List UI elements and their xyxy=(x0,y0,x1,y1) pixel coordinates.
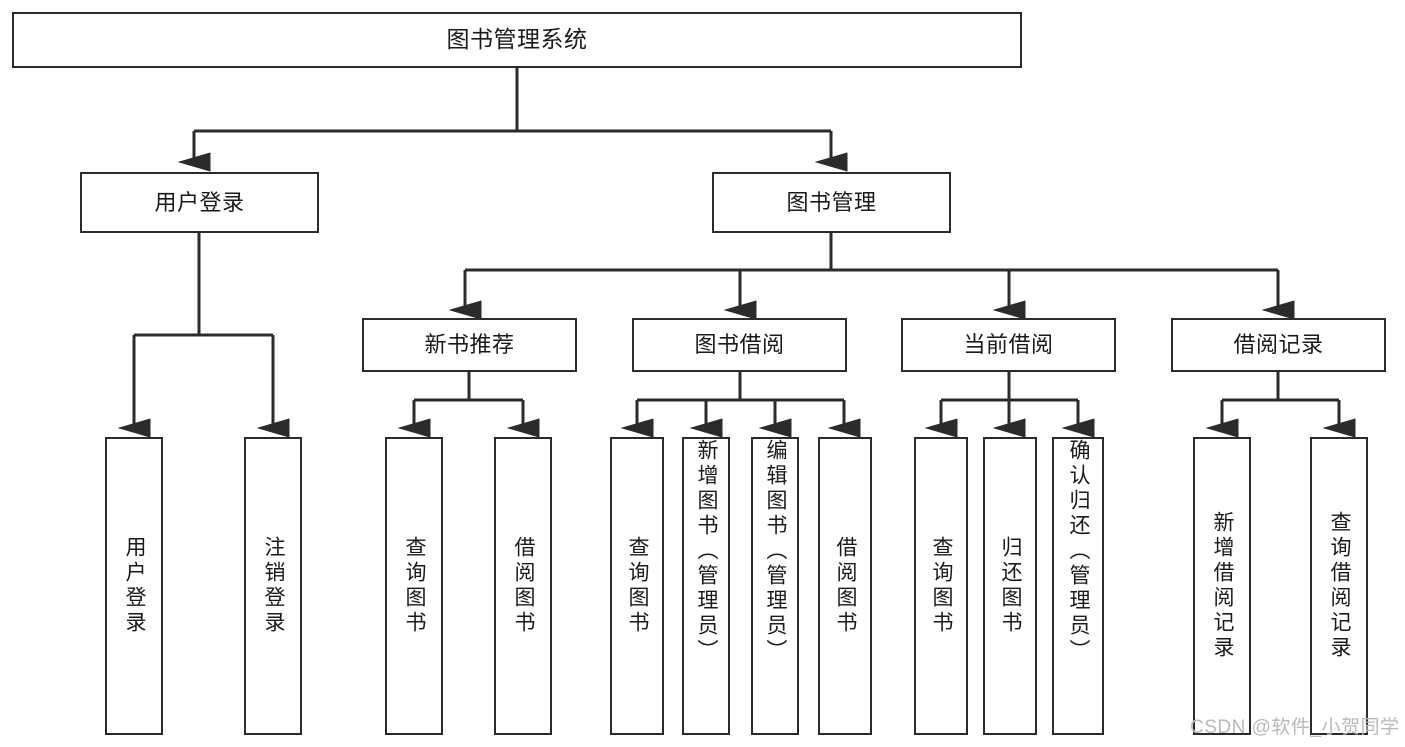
node-leaf-add-book-admin-label: 新增图书（管理员） xyxy=(695,439,719,664)
node-leaf-user-login[interactable]: 用户登录 xyxy=(105,437,163,735)
node-leaf-return-book[interactable]: 归还图书 xyxy=(983,437,1037,735)
node-leaf-return-book-label: 归还图书 xyxy=(999,536,1023,636)
node-current-borrow[interactable]: 当前借阅 xyxy=(901,318,1116,372)
node-new-book-recommend[interactable]: 新书推荐 xyxy=(362,318,577,372)
csdn-watermark: CSDN @软件_小贺同学 xyxy=(1190,717,1400,738)
node-leaf-add-borrow-record-label: 新增借阅记录 xyxy=(1211,511,1235,661)
node-root-label: 图书管理系统 xyxy=(446,26,588,53)
node-leaf-query-borrow-record-label: 查询借阅记录 xyxy=(1328,511,1352,661)
node-book-borrow[interactable]: 图书借阅 xyxy=(632,318,847,372)
node-leaf-confirm-return-admin[interactable]: 确认归还（管理员） xyxy=(1052,437,1104,735)
node-leaf-borrow-book-label: 借阅图书 xyxy=(834,536,858,636)
node-book-management[interactable]: 图书管理 xyxy=(712,172,951,233)
node-borrow-record[interactable]: 借阅记录 xyxy=(1171,318,1386,372)
node-leaf-logout[interactable]: 注销登录 xyxy=(244,437,302,735)
node-leaf-query-book-borrow[interactable]: 查询图书 xyxy=(610,437,664,735)
node-book-borrow-label: 图书借阅 xyxy=(694,332,785,358)
node-leaf-add-borrow-record[interactable]: 新增借阅记录 xyxy=(1193,437,1251,735)
node-leaf-add-book-admin[interactable]: 新增图书（管理员） xyxy=(682,437,730,735)
node-leaf-logout-label: 注销登录 xyxy=(262,536,286,636)
node-borrow-record-label: 借阅记录 xyxy=(1233,332,1324,358)
node-user-login[interactable]: 用户登录 xyxy=(80,172,319,233)
node-book-management-label: 图书管理 xyxy=(786,189,877,215)
node-root-book-management-system[interactable]: 图书管理系统 xyxy=(12,12,1022,68)
node-leaf-user-login-label: 用户登录 xyxy=(123,536,147,636)
node-leaf-query-book-recommend[interactable]: 查询图书 xyxy=(385,437,443,735)
node-new-book-recommend-label: 新书推荐 xyxy=(424,332,515,358)
node-leaf-borrow-book-recommend-label: 借阅图书 xyxy=(512,536,536,636)
node-leaf-edit-book-admin-label: 编辑图书（管理员） xyxy=(764,439,788,664)
node-leaf-borrow-book[interactable]: 借阅图书 xyxy=(818,437,872,735)
node-current-borrow-label: 当前借阅 xyxy=(963,332,1054,358)
node-leaf-edit-book-admin[interactable]: 编辑图书（管理员） xyxy=(751,437,799,735)
node-leaf-query-book-borrow-label: 查询图书 xyxy=(626,536,650,636)
node-leaf-query-book-recommend-label: 查询图书 xyxy=(403,536,427,636)
node-leaf-query-book-current[interactable]: 查询图书 xyxy=(914,437,968,735)
node-leaf-confirm-return-admin-label: 确认归还（管理员） xyxy=(1067,439,1091,664)
node-user-login-label: 用户登录 xyxy=(154,189,245,215)
node-leaf-query-borrow-record[interactable]: 查询借阅记录 xyxy=(1310,437,1368,735)
node-leaf-borrow-book-recommend[interactable]: 借阅图书 xyxy=(494,437,552,735)
node-leaf-query-book-current-label: 查询图书 xyxy=(930,536,954,636)
